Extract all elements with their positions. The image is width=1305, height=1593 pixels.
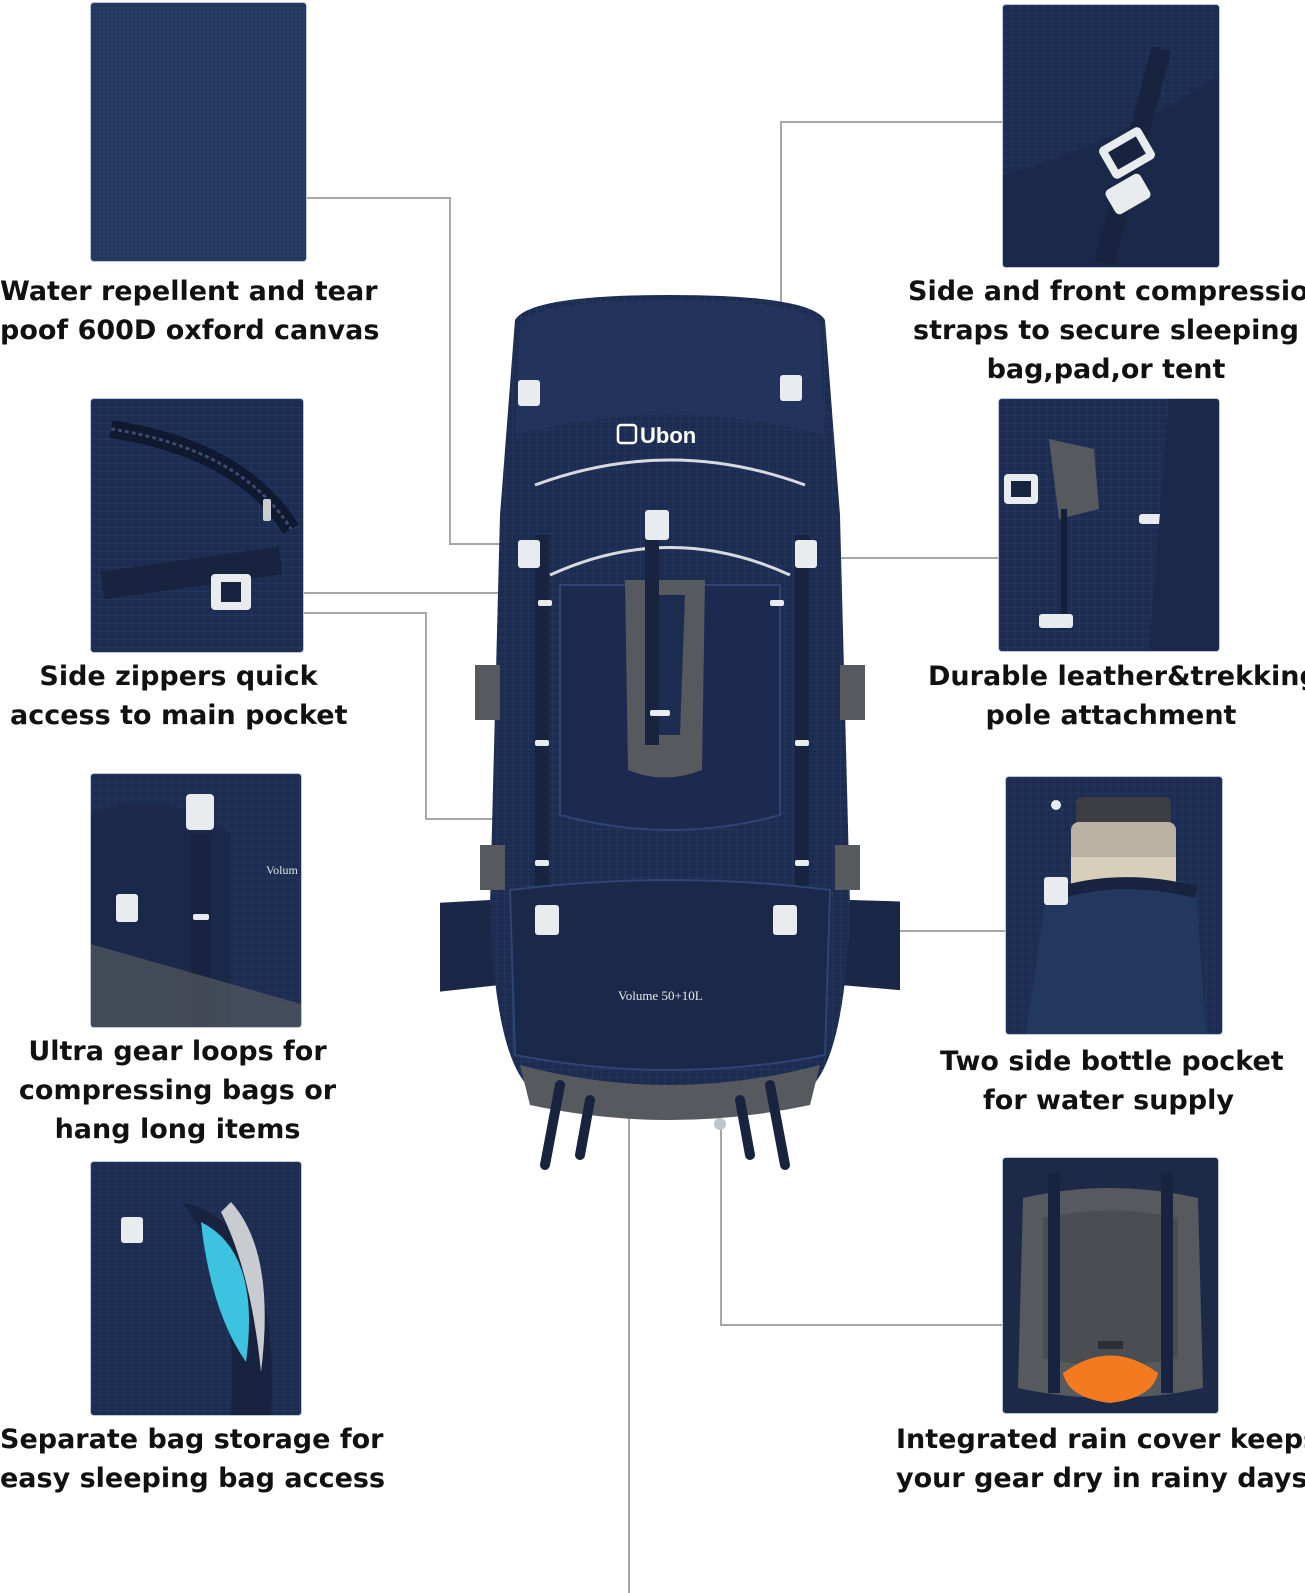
brand-logo-text: Ubon bbox=[640, 423, 696, 448]
caption-line: straps to secure sleeping bbox=[913, 315, 1299, 346]
leader-rain-cover bbox=[720, 1125, 722, 1325]
leader-zippers bbox=[425, 818, 518, 820]
leader-zippers bbox=[425, 612, 427, 819]
leader-bag-storage bbox=[302, 592, 629, 594]
compression-strap-closeup-image bbox=[1002, 4, 1220, 268]
gear-loop-closeup-image: Volum bbox=[90, 773, 302, 1028]
caption-line: hang long items bbox=[54, 1114, 301, 1145]
leader-compression bbox=[780, 121, 1002, 123]
caption-line: Separate bag storage for bbox=[0, 1424, 384, 1455]
caption-line: easy sleeping bag access bbox=[0, 1463, 386, 1494]
leader-dot bbox=[714, 1118, 726, 1130]
leader-compression bbox=[780, 121, 782, 321]
caption-leather: Durable leather&trekking pole attachment bbox=[928, 657, 1305, 735]
caption-zippers: Side zippers quick access to main pocket bbox=[10, 657, 348, 735]
volume-label: Volume 50+10L bbox=[618, 988, 703, 1003]
caption-bottle: Two side bottle pocket for water supply bbox=[940, 1042, 1284, 1120]
leader-bag-storage bbox=[628, 935, 630, 1593]
caption-line: Integrated rain cover keeps bbox=[896, 1424, 1305, 1455]
rain-cover-closeup-image bbox=[1002, 1157, 1219, 1414]
caption-line: for water supply bbox=[983, 1085, 1234, 1116]
caption-compression: Side and front compression straps to sec… bbox=[908, 272, 1305, 389]
leader-zippers bbox=[302, 612, 426, 614]
caption-line: access to main pocket bbox=[10, 700, 348, 731]
leader-canvas bbox=[449, 197, 451, 544]
caption-line: Durable leather&trekking bbox=[928, 661, 1305, 692]
trekking-pole-closeup-image bbox=[998, 398, 1220, 652]
bag-storage-closeup-image bbox=[90, 1161, 302, 1416]
caption-line: Two side bottle pocket bbox=[940, 1046, 1284, 1077]
bottle-pocket-closeup-image bbox=[1005, 776, 1223, 1035]
caption-line: pole attachment bbox=[985, 700, 1237, 731]
leader-canvas bbox=[449, 543, 535, 545]
leader-leather bbox=[835, 557, 1000, 559]
caption-line: Side and front compression bbox=[908, 276, 1305, 307]
caption-line: Water repellent and tear bbox=[0, 276, 378, 307]
caption-line: Ultra gear loops for bbox=[28, 1036, 327, 1067]
caption-bag-storage: Separate bag storage for easy sleeping b… bbox=[0, 1420, 386, 1498]
caption-gear-loops: Ultra gear loops for compressing bags or… bbox=[15, 1032, 340, 1149]
backpack-hero-image: Ubon Volume 50+10L bbox=[440, 285, 900, 1185]
caption-line: poof 600D oxford canvas bbox=[0, 315, 380, 346]
leader-bottle bbox=[840, 930, 1005, 932]
thumb-volume-label: Volum bbox=[266, 863, 298, 877]
caption-canvas: Water repellent and tear poof 600D oxfor… bbox=[0, 272, 380, 350]
leader-canvas bbox=[305, 197, 450, 199]
caption-line: bag,pad,or tent bbox=[986, 354, 1226, 385]
brand-logo: Ubon bbox=[616, 423, 696, 448]
caption-line: compressing bags or bbox=[18, 1075, 337, 1106]
caption-line: Side zippers quick bbox=[39, 661, 318, 692]
zipper-closeup-image bbox=[90, 398, 304, 653]
caption-line: your gear dry in rainy days bbox=[896, 1463, 1305, 1494]
leader-rain-cover bbox=[720, 1324, 1002, 1326]
fabric-texture-image bbox=[90, 2, 307, 262]
caption-rain-cover: Integrated rain cover keeps your gear dr… bbox=[896, 1420, 1305, 1498]
